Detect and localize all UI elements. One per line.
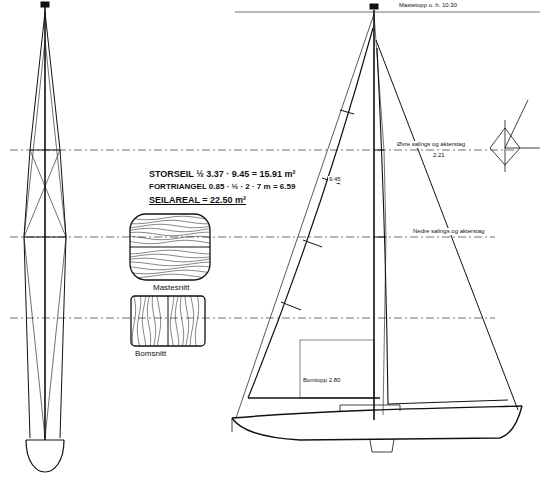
lower-shroud	[45, 237, 66, 438]
sheer-line	[232, 406, 522, 418]
batten	[340, 110, 354, 114]
spreader	[374, 150, 384, 151]
masthead-line	[235, 12, 540, 13]
shroud	[24, 12, 45, 438]
mast-section	[130, 214, 210, 280]
dimension-label: Nedre salings og akterstag	[412, 228, 485, 235]
wood-grain	[152, 296, 155, 346]
angle-arm	[505, 100, 528, 148]
glue-line	[130, 247, 210, 248]
rudder	[232, 418, 233, 432]
masthead-flag	[370, 4, 378, 9]
keel	[370, 439, 394, 452]
lower-shroud	[24, 237, 45, 438]
wood-grain	[190, 296, 193, 346]
side-elevation	[232, 4, 522, 452]
wood-grain	[130, 228, 210, 231]
upper-spreader-line	[10, 150, 515, 151]
masthead-flag	[41, 2, 49, 7]
dimension-label: Øvre salings og akterstag	[396, 141, 466, 148]
wood-grain	[130, 258, 210, 262]
boom-section	[131, 296, 205, 350]
dimension-label: Bomtopp 2.80	[302, 377, 341, 384]
forestay	[376, 40, 518, 410]
cockpit	[340, 405, 400, 412]
hull-profile	[232, 406, 522, 440]
backstay	[236, 14, 374, 418]
forestay	[24, 40, 45, 237]
dimension-label: Mastesnitt	[152, 284, 190, 293]
batten	[281, 302, 301, 310]
diagonal-stay	[24, 150, 60, 237]
sail-area-triangle-box	[300, 340, 374, 398]
angle-arm	[505, 148, 540, 149]
wood-grain	[130, 232, 210, 236]
wood-grain	[130, 270, 210, 274]
wood-grain	[132, 296, 198, 346]
wood-grain	[130, 236, 210, 240]
reference-lines	[10, 12, 540, 318]
dimension-label: FORTRIANGEL 0.85 · ½ · 2 · 7 m = 6.59	[148, 183, 296, 192]
lower-spreader-line	[10, 237, 495, 238]
wood-grain	[130, 254, 210, 258]
dimension-label: STORSEIL ½ 3.37 · 9.45 = 15.91 m²	[148, 170, 297, 180]
spreader	[30, 150, 60, 151]
wood-grain	[195, 296, 198, 346]
wood-grain	[137, 296, 140, 346]
wood-grain	[130, 216, 210, 219]
wood-grain	[130, 250, 210, 254]
dimension-label: Mastetopp o. h. 10.30	[398, 2, 458, 9]
wood-grain	[170, 296, 174, 346]
mainsail-leech	[248, 28, 373, 398]
front-elevation	[24, 2, 66, 472]
wood-grain	[130, 216, 210, 278]
mast-outline	[130, 214, 210, 280]
wood-grain	[180, 296, 183, 346]
angle-symbol	[490, 100, 540, 172]
wood-grain	[142, 296, 146, 346]
spreader	[24, 237, 66, 238]
angle-axis	[505, 120, 506, 172]
wood-grain	[130, 262, 210, 266]
wood-grain	[130, 274, 210, 278]
wood-grain	[147, 296, 150, 346]
jib	[377, 48, 508, 404]
wood-grain	[175, 296, 178, 346]
diagonal-stay	[30, 150, 66, 237]
wood-grain	[132, 296, 135, 346]
dimension-label: SEILAREAL = 22.50 m²	[148, 196, 247, 206]
wood-grain	[130, 220, 210, 224]
wood-grain	[185, 296, 189, 346]
dimension-label: 2.21	[432, 152, 446, 159]
wood-grain	[157, 296, 161, 346]
dimension-label: 9.45	[328, 176, 342, 183]
mast	[44, 6, 46, 440]
wood-grain	[130, 266, 210, 270]
dimension-label: Bomsnitt	[134, 350, 167, 359]
forestay	[45, 40, 66, 237]
wood-grain	[130, 240, 210, 243]
shroud	[45, 12, 66, 438]
reference-line	[10, 318, 495, 319]
shroud	[374, 14, 386, 415]
batten	[303, 240, 322, 247]
glue-line	[168, 296, 169, 346]
spreader	[374, 237, 386, 238]
wood-grain	[130, 224, 210, 228]
hull-section	[26, 440, 64, 472]
